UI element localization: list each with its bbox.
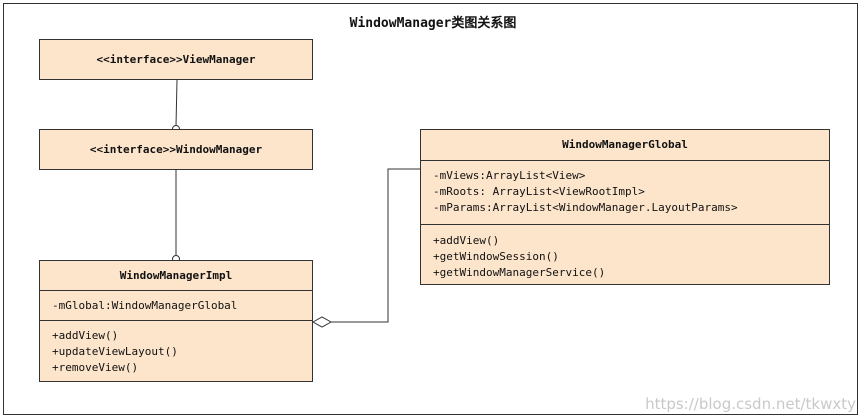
watermark: https://blog.csdn.net/tkwxty [645, 395, 856, 413]
class-global-field: -mParams:ArrayList<WindowManager.LayoutP… [433, 201, 738, 214]
class-impl-method: +updateViewLayout() [52, 345, 178, 358]
class-window-manager-name: <<interface>>WindowManager [89, 143, 263, 156]
class-impl-name: WindowManagerImpl [119, 269, 233, 282]
class-impl-fields: -mGlobal:WindowManagerGlobal [40, 290, 312, 320]
class-global-method: +getWindowSession() [433, 250, 559, 263]
diagram-title: WindowManager类图关系图 [349, 16, 517, 31]
class-global-name: WindowManagerGlobal [562, 138, 688, 151]
link-viewmanager-windowmanager [175, 79, 178, 127]
class-view-manager-name: <<interface>>ViewManager [96, 53, 256, 66]
class-view-manager: <<interface>>ViewManager [39, 39, 313, 80]
class-global-fields: -mViews:ArrayList<View> -mRoots: ArrayLi… [421, 160, 829, 224]
class-global-method: +getWindowManagerService() [433, 266, 606, 279]
class-global-methods: +addView() +getWindowSession() +getWindo… [421, 224, 829, 281]
class-impl-method: +addView() [52, 329, 119, 342]
aggregation-diamond [311, 316, 333, 328]
diagram-frame [3, 3, 858, 415]
link-impl-global-aggregation [331, 168, 420, 323]
class-global-field: -mViews:ArrayList<View> [433, 169, 586, 182]
class-window-manager-impl: WindowManagerImpl -mGlobal:WindowManager… [39, 260, 313, 382]
class-global-field: -mRoots: ArrayList<ViewRootImpl> [433, 185, 645, 198]
class-impl-field: -mGlobal:WindowManagerGlobal [52, 299, 238, 312]
class-window-manager: <<interface>>WindowManager [39, 129, 313, 170]
class-impl-methods: +addView() +updateViewLayout() +removeVi… [40, 320, 312, 376]
class-global-method: +addView() [433, 234, 500, 247]
class-impl-method: +removeView() [52, 361, 139, 374]
class-window-manager-global: WindowManagerGlobal -mViews:ArrayList<Vi… [420, 129, 830, 285]
